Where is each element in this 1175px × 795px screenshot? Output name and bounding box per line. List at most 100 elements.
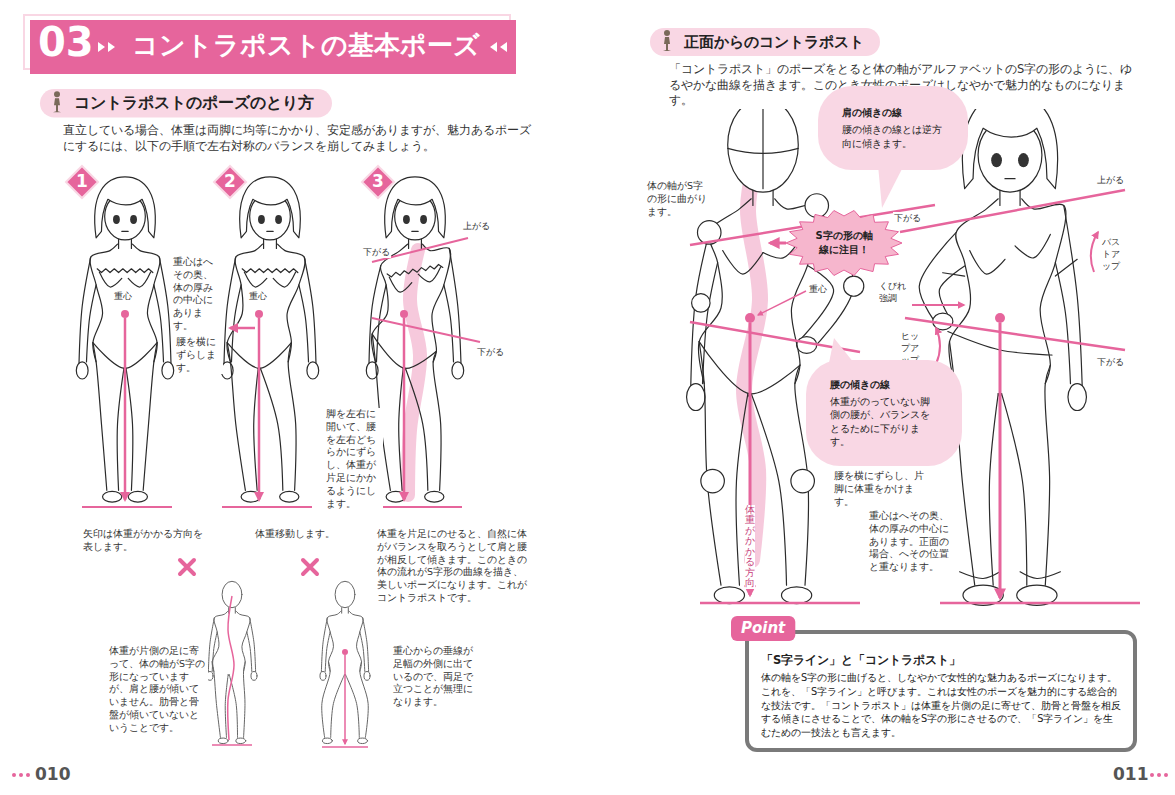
pointer-arrow [770, 242, 786, 245]
section-header: 正面からのコントラポスト [650, 28, 880, 56]
figure-drawing [687, 98, 864, 604]
figure-line [1055, 259, 1077, 276]
page-dot [19, 773, 23, 777]
annotation: 体重移動します。 [254, 528, 336, 541]
annotation: 体重が片側の足に寄って、体の軸がS字の形になっていますが、肩と腰が傾いていません… [108, 645, 208, 735]
figure-part [241, 491, 260, 502]
figure-part [162, 362, 174, 379]
eye [130, 215, 137, 224]
figure-line [369, 266, 381, 364]
annotation: 03 [38, 18, 94, 66]
ground-line [322, 746, 368, 748]
figure-line [418, 267, 440, 282]
step-number-badge: 3 [362, 166, 394, 198]
pointer-arrow [912, 304, 964, 306]
curved-arrow [936, 328, 940, 364]
annotation: 下がる [893, 212, 922, 224]
node-body: 体重がのっていない脚側の腰が、バランスをとるために下がります。 [830, 395, 938, 448]
figure-part [335, 581, 355, 607]
node-heading: コントラポストのポーズのとり方 [74, 92, 314, 114]
figure-part [781, 587, 811, 604]
point-badge: Point [731, 616, 795, 641]
figure-line [999, 189, 1000, 206]
figure-line [212, 662, 220, 738]
figure-line [699, 342, 721, 586]
annotation: 下がる [476, 346, 505, 358]
figure-line [236, 611, 250, 672]
annotation: 下がる [1096, 356, 1125, 368]
statue-icon [53, 91, 61, 112]
figure-line [1055, 263, 1070, 384]
figure-part [307, 362, 319, 379]
annotation: くびれ強調 [878, 280, 908, 304]
ground-line [700, 602, 860, 605]
figure-line [159, 257, 171, 364]
figure-part [218, 738, 228, 744]
s-axis-band [408, 250, 420, 495]
bubble-body [806, 360, 962, 466]
figure-drawing [207, 581, 257, 743]
figure-line [1019, 189, 1020, 206]
figure-line [227, 343, 245, 491]
figure-part [251, 672, 257, 681]
badge-diamond [214, 166, 246, 198]
annotation: 体の軸がS字の形に曲がります。 [646, 180, 712, 218]
figure-line [703, 263, 718, 384]
frill-line [242, 269, 298, 273]
figure-part [322, 738, 332, 744]
figure-line [752, 189, 753, 206]
figure-line [405, 368, 427, 490]
page-dot [1157, 773, 1161, 777]
hair [240, 177, 301, 238]
hair [95, 177, 156, 238]
weight-arrow [999, 323, 1002, 598]
figure-part [791, 469, 815, 493]
figure-line [444, 285, 454, 362]
figure-line [321, 618, 327, 673]
eye [275, 215, 282, 224]
figure-part [805, 194, 829, 218]
center-of-gravity-dot [255, 310, 263, 318]
ground-line [940, 602, 1140, 605]
leader-line [758, 291, 806, 315]
figure-line [273, 272, 295, 287]
badge-body [731, 616, 795, 641]
annotation: 重心はへその奥、体の厚みの中心にあります。 [172, 256, 218, 333]
figure-part [425, 491, 444, 502]
annotation: 011 [1112, 763, 1150, 786]
figure-line [99, 272, 121, 287]
figure-line [247, 632, 252, 672]
figure-line [126, 368, 133, 490]
figure-line [802, 266, 834, 338]
header-pill [650, 28, 880, 56]
figure-drawing [221, 177, 318, 502]
figure-line [304, 257, 316, 364]
node-heading: 腰の傾きの線 [830, 378, 938, 392]
figure-part [222, 581, 242, 607]
badge-diamond [66, 166, 98, 198]
figure-line [250, 618, 256, 673]
figure-line [360, 662, 368, 738]
figure-line [224, 257, 236, 364]
annotation: 重心 [113, 290, 133, 302]
node-heading: S字の形の軸線に注目！ [812, 229, 876, 257]
figure-line [299, 285, 309, 362]
annotation: 重心はへその奥、体の厚みの中心にあります。正面の場合、へその位置と重なります。 [868, 510, 958, 574]
annotation: 矢印は体重がかかる方向を表します。 [82, 528, 207, 554]
annotation: 腰を横にずらし、片脚に体重をかけます。 [833, 470, 925, 508]
figure-line [449, 248, 461, 364]
node-heading: 肩の傾きの線 [842, 106, 944, 120]
speech-bubble: 腰の傾きの線体重がのっていない脚側の腰が、バランスをとるために下がります。 [806, 360, 962, 466]
figure-line [288, 343, 296, 491]
figure-part [103, 491, 122, 502]
weight-arrow [344, 655, 346, 744]
figure-line [143, 343, 157, 491]
statue-icon [663, 30, 671, 51]
figure-line [960, 572, 1000, 579]
frill-line [97, 269, 153, 273]
head-guide [728, 148, 799, 153]
figure-line [227, 244, 262, 362]
figure-part [280, 491, 299, 502]
figure-line [970, 251, 1005, 275]
